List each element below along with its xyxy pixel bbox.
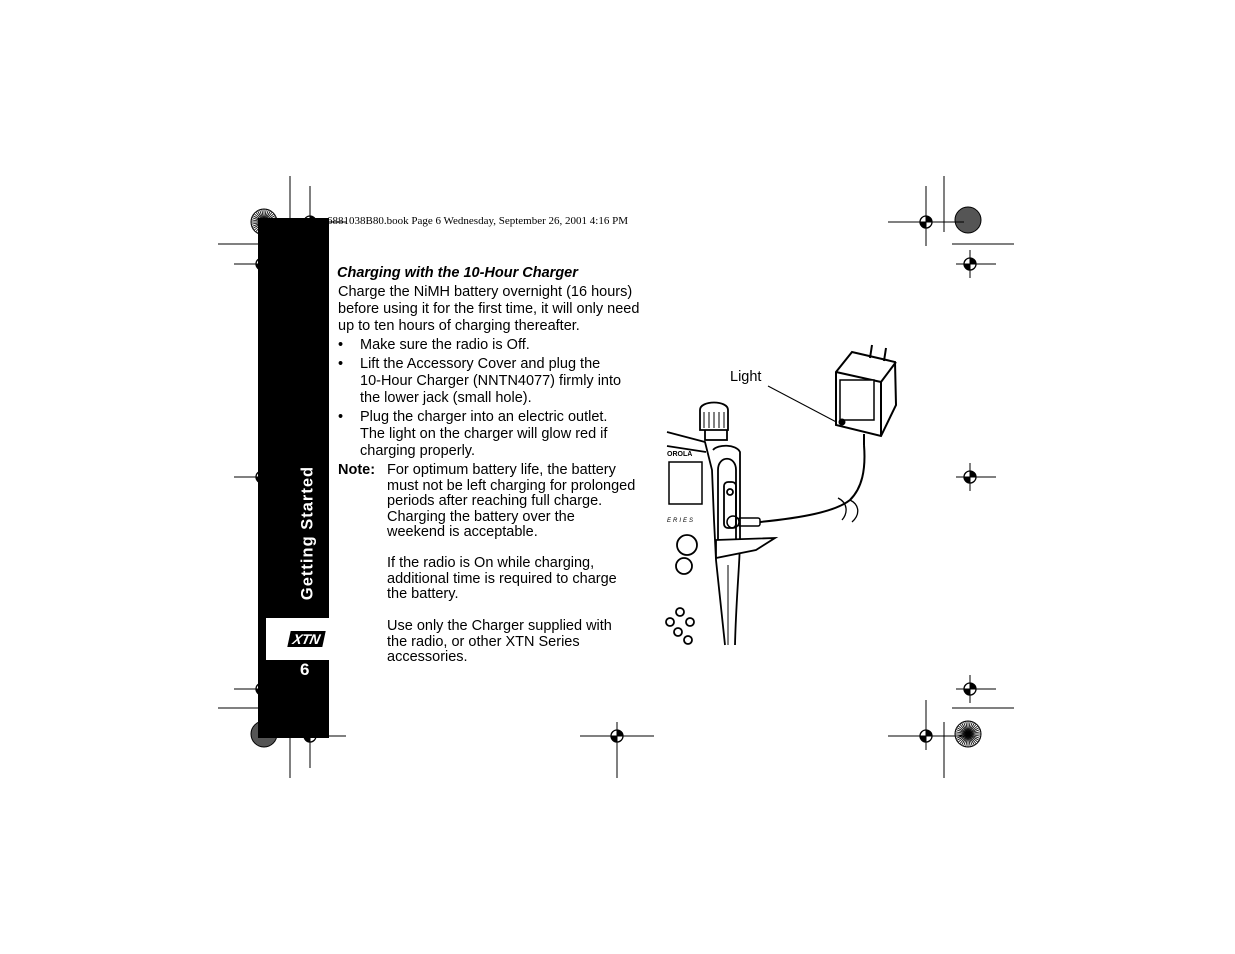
note-line: accessories. <box>387 649 468 665</box>
bullet-line: the lower jack (small hole). <box>360 390 532 406</box>
note-line: periods after reaching full charge. <box>387 493 603 509</box>
bullet-icon: • <box>338 337 344 353</box>
note-label: Note: <box>338 462 376 478</box>
note-line: Use only the Charger supplied with <box>387 618 612 634</box>
bullet-line: Lift the Accessory Cover and plug the <box>360 356 601 372</box>
charger-illustration: OROLA ERIES <box>665 344 898 646</box>
section-title-vertical: Getting Started <box>298 465 317 601</box>
intro-line: up to ten hours of charging thereafter. <box>338 318 580 334</box>
bullet-line: Make sure the radio is Off. <box>360 337 530 353</box>
starburst-ray <box>967 731 981 735</box>
light-callout-label: Light <box>730 369 762 385</box>
bullet-line: Plug the charger into an electric outlet… <box>360 409 608 425</box>
callout-line <box>767 385 843 426</box>
note-line: must not be left charging for prolonged <box>387 477 636 494</box>
note-line: For optimum battery life, the battery <box>387 462 616 478</box>
wall-charger <box>835 344 898 445</box>
note-line: If the radio is On while charging, <box>387 555 595 571</box>
bullet-line: The light on the charger will glow red i… <box>360 426 608 442</box>
radio-series-text: ERIES <box>667 518 695 524</box>
xtn-logo: XTN <box>287 631 326 647</box>
solid-registration-dot-icon <box>954 206 982 234</box>
bullet-line: charging properly. <box>360 443 475 459</box>
note-line: weekend is acceptable. <box>387 524 538 540</box>
bullet-icon: • <box>338 356 344 372</box>
charger-cord <box>759 444 866 523</box>
radio-illustration <box>665 401 779 646</box>
radio-brand-text: OROLA <box>667 451 692 458</box>
note-line: the battery. <box>387 586 459 602</box>
note-paragraph: Use only the Charger supplied with the r… <box>387 618 662 666</box>
note-line: Charging the battery over the <box>387 508 575 525</box>
page-number: 6 <box>300 660 310 679</box>
note-line: the radio, or other XTN Series <box>387 633 580 650</box>
note-paragraph: If the radio is On while charging, addit… <box>387 555 662 603</box>
section-side-tab <box>258 218 329 738</box>
charger-light-icon <box>838 418 846 426</box>
note-line: additional time is required to charge <box>387 570 617 587</box>
note-paragraph: For optimum battery life, the battery mu… <box>387 462 662 541</box>
intro-paragraph: Charge the NiMH battery overnight (16 ho… <box>338 284 658 335</box>
charger-plug <box>726 515 761 529</box>
section-heading: Charging with the 10-Hour Charger <box>337 265 578 281</box>
print-file-header: 6881038B80.book Page 6 Wednesday, Septem… <box>327 215 628 227</box>
intro-line: before using it for the first time, it w… <box>338 301 640 317</box>
bullet-icon: • <box>338 409 344 425</box>
intro-line: Charge the NiMH battery overnight (16 ho… <box>338 284 633 300</box>
bullet-line: 10-Hour Charger (NNTN4077) firmly into <box>360 373 622 389</box>
